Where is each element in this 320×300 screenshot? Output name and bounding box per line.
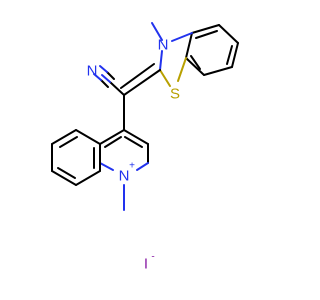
svg-text:I: I <box>144 256 148 273</box>
nitrile-group <box>93 65 125 96</box>
atom-n-benzothiazole: N <box>158 37 169 54</box>
quinolinium-benzene-ring <box>51 129 101 186</box>
atom-n-nitrile: N <box>87 63 98 80</box>
svg-text:N: N <box>87 63 98 80</box>
svg-text:N: N <box>119 168 130 185</box>
atom-s-benzothiazole: S <box>170 86 180 103</box>
svg-text:+: + <box>129 161 135 172</box>
thiazole-ring <box>151 22 193 87</box>
svg-text:N: N <box>158 37 169 54</box>
quinolinium-pyridine-ring <box>99 129 149 171</box>
exocyclic-double-bond <box>120 63 161 96</box>
svg-text:-: - <box>151 252 154 263</box>
benzothiazole-benzene-ring <box>185 24 239 76</box>
svg-text:S: S <box>170 86 180 103</box>
atom-n-quinolinium: N + <box>119 161 136 185</box>
chemical-structure: N S N N + I - <box>51 22 239 273</box>
iodide-ion: I - <box>144 252 155 273</box>
